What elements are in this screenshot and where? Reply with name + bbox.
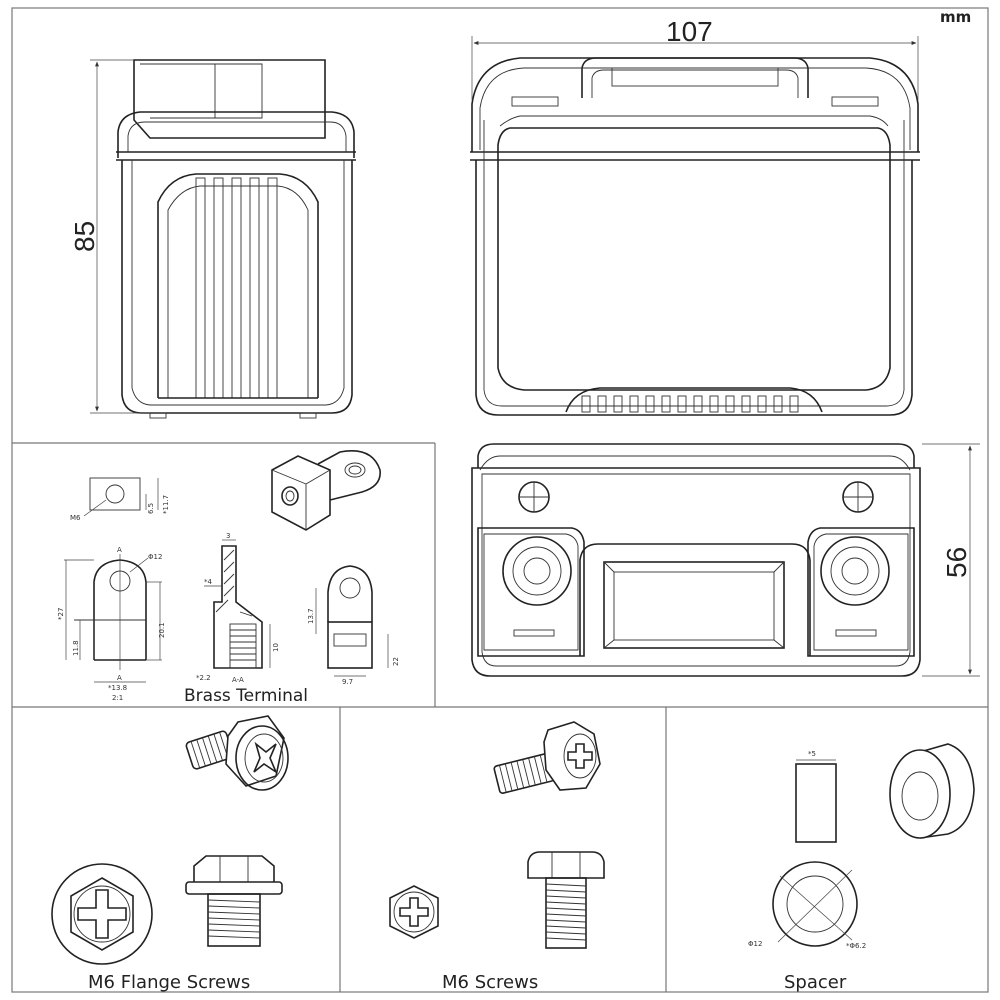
- spacer-top: Φ12 *Φ6.2: [748, 861, 866, 950]
- length-dimension: 107: [471, 16, 919, 100]
- svg-text:A: A: [117, 674, 122, 682]
- svg-text:*11.7: *11.7: [162, 495, 170, 514]
- svg-text:10: 10: [272, 643, 280, 652]
- terminal-isometric: [271, 450, 381, 531]
- flange-screw-iso: [185, 715, 289, 791]
- svg-text:2:1: 2:1: [112, 694, 123, 702]
- flange-screws-panel: M6 Flange Screws: [51, 715, 289, 993]
- terminal-left: [502, 536, 572, 606]
- width-dimension: 56: [922, 443, 980, 677]
- height-value: 85: [69, 221, 100, 252]
- svg-text:*5: *5: [808, 750, 816, 758]
- svg-text:*13.8: *13.8: [108, 684, 127, 692]
- flange-screw-top: [51, 863, 153, 965]
- m6-screws-panel: M6 Screws: [389, 721, 605, 993]
- svg-text:11.8: 11.8: [72, 640, 80, 656]
- svg-text:*2.2: *2.2: [196, 674, 211, 682]
- unit-label: mm: [940, 8, 971, 26]
- svg-text:*4: *4: [204, 578, 213, 586]
- spacer-iso: [889, 743, 975, 839]
- svg-text:*Φ6.2: *Φ6.2: [846, 942, 866, 950]
- terminal-right: [820, 536, 890, 606]
- brass-terminal-panel: M6 6.5 *11.7 A A Φ12: [57, 450, 400, 706]
- m6-screw-side: [527, 851, 605, 949]
- brass-terminal-title: Brass Terminal: [184, 686, 308, 706]
- svg-text:A-A: A-A: [232, 676, 244, 684]
- m6-screw-top: [389, 885, 439, 939]
- terminal-section-aa: 3 *4 A-A *2.2 10: [196, 532, 280, 684]
- svg-text:22: 22: [392, 657, 400, 666]
- terminal-front-view: A A Φ12 *27 11.8 20.1 *13.8 2:1: [57, 546, 166, 702]
- spacer-caption: Spacer: [784, 972, 847, 993]
- thread-label: M6: [70, 514, 81, 522]
- svg-text:A: A: [117, 546, 122, 554]
- m6-screw-iso: [493, 721, 601, 794]
- terminal-block-view: [89, 477, 141, 511]
- svg-text:20.1: 20.1: [158, 622, 166, 638]
- flange-screw-side: [185, 855, 283, 947]
- battery-side-view: [116, 59, 356, 419]
- svg-text:13.7: 13.7: [307, 608, 315, 624]
- svg-text:3: 3: [226, 532, 230, 540]
- battery-front-view: [470, 57, 920, 416]
- terminal-side-view: 13.7 9.7 22: [307, 565, 400, 686]
- svg-text:*27: *27: [57, 608, 65, 620]
- spacer-panel: *5 Φ12 *Φ6.2 Spacer: [748, 743, 975, 993]
- svg-text:9.7: 9.7: [342, 678, 353, 686]
- spacer-side: *5: [795, 750, 837, 843]
- length-value: 107: [666, 16, 713, 47]
- flange-screws-caption: M6 Flange Screws: [88, 972, 250, 993]
- width-value: 56: [941, 547, 972, 578]
- panel-borders: [11, 7, 989, 993]
- svg-text:6.5: 6.5: [147, 503, 155, 514]
- battery-top-view: [471, 443, 921, 677]
- height-dimension: 85: [69, 59, 150, 414]
- svg-text:Φ12: Φ12: [148, 553, 162, 561]
- m6-screws-caption: M6 Screws: [442, 972, 538, 993]
- svg-text:Φ12: Φ12: [748, 940, 762, 948]
